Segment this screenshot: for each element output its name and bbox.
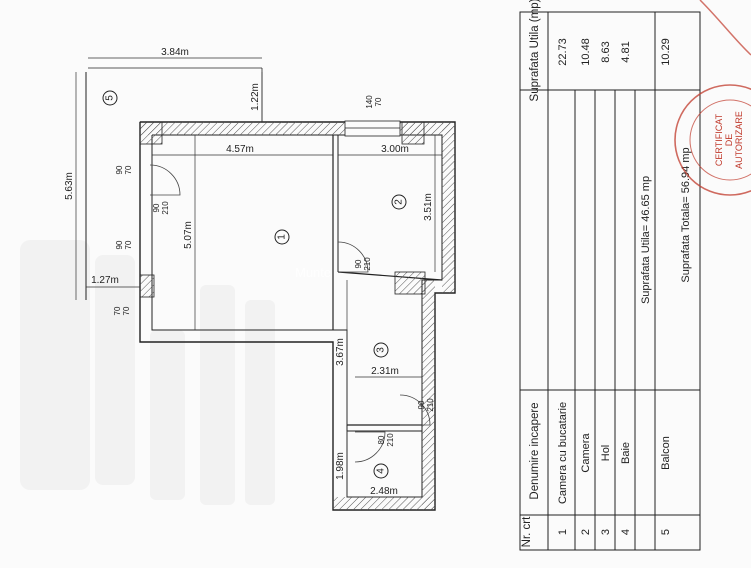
table-row-5: 5 Balcon 10.29 <box>660 38 672 535</box>
row-3-name: Hol <box>600 445 612 462</box>
row-4-name: Baie <box>620 442 632 464</box>
stamp-line-2: DE <box>724 134 734 147</box>
opening-4-height: 70 <box>122 306 131 315</box>
header-room-name: Denumire incapere <box>529 402 541 499</box>
opening-5-width: 140 <box>365 95 374 109</box>
door-swings <box>149 164 431 463</box>
row-5-name: Balcon <box>660 436 672 470</box>
total-overall-area: Suprafata Totala= 56.94 mp <box>680 147 692 282</box>
dimension-lines <box>75 57 442 498</box>
room-number-5: 5 <box>105 95 116 101</box>
header-useful-area: Suprafata Utila (mp) <box>529 0 541 101</box>
opening-7-width: 90 <box>417 400 426 409</box>
dim-bath-width: 2.48m <box>370 486 398 497</box>
background-watermark <box>20 240 275 505</box>
room-number-3: 3 <box>376 347 387 353</box>
opening-1-height: 70 <box>124 165 133 174</box>
room-markers <box>102 90 407 479</box>
stamp-line-1: CERTIFICAT <box>714 113 724 166</box>
table-row-3: 3 Hol 8.63 <box>600 41 612 535</box>
table-row-2: 2 Camera 10.48 <box>580 38 592 535</box>
dim-room1-width: 4.57m <box>226 144 254 155</box>
header-nr: Nr. crt <box>521 516 533 547</box>
room-number-1: 1 <box>277 234 288 240</box>
stamp-line-3: AUTORIZARE <box>734 111 744 169</box>
opening-4-width: 70 <box>113 306 122 315</box>
certificate-stamp: CERTIFICAT DE AUTORIZARE <box>674 0 751 196</box>
table-total-useful: Suprafata Utila= 46.65 mp <box>640 176 652 304</box>
watermark-text: Munte <box>295 265 331 280</box>
dim-bath-length: 1.98m <box>335 452 346 480</box>
opening-6-width: 90 <box>354 259 363 268</box>
row-3-area: 8.63 <box>600 41 612 62</box>
row-5-area: 10.29 <box>660 38 672 66</box>
opening-3-width: 90 <box>152 203 161 212</box>
row-3-nr: 3 <box>600 529 612 535</box>
dim-hall-width: 2.31m <box>371 366 399 377</box>
opening-2-height: 70 <box>124 240 133 249</box>
opening-1-width: 90 <box>115 165 124 174</box>
total-useful-area: Suprafata Utila= 46.65 mp <box>640 176 652 304</box>
opening-5-height: 70 <box>374 97 383 106</box>
opening-3-height: 210 <box>161 201 170 215</box>
row-5-nr: 5 <box>660 529 672 535</box>
floor-plan-walls <box>85 67 456 511</box>
dim-balcony-side: 1.22m <box>250 83 261 111</box>
area-table <box>519 11 701 551</box>
row-2-area: 10.48 <box>580 38 592 66</box>
dim-room2-width: 3.00m <box>381 144 409 155</box>
dim-balcony-length: 5.63m <box>64 172 75 200</box>
room-number-2: 2 <box>394 199 405 205</box>
dim-balcony-width: 3.84m <box>161 47 189 58</box>
row-2-name: Camera <box>580 433 592 473</box>
dim-hall-length: 3.67m <box>335 338 346 366</box>
row-1-area: 22.73 <box>557 38 569 66</box>
opening-2-width: 90 <box>115 240 124 249</box>
opening-6-height: 210 <box>363 257 372 271</box>
table-row-4: 4 Baie 4.81 <box>620 41 632 535</box>
row-4-area: 4.81 <box>620 41 632 62</box>
row-1-nr: 1 <box>557 529 569 535</box>
row-1-name: Camera cu bucatarie <box>557 402 569 504</box>
room-number-4: 4 <box>376 468 387 474</box>
table-total-overall: Suprafata Totala= 56.94 mp <box>680 147 692 282</box>
opening-8-width: 80 <box>377 435 386 444</box>
row-4-nr: 4 <box>620 529 632 535</box>
dim-wall-offset: 1.27m <box>91 275 119 286</box>
row-2-nr: 2 <box>580 529 592 535</box>
dim-room2-length: 3.51m <box>423 193 434 221</box>
table-row-1: 1 Camera cu bucatarie 22.73 <box>557 38 569 535</box>
dim-room1-length: 5.07m <box>183 221 194 249</box>
table-header: Nr. crt Denumire incapere Suprafata Util… <box>521 0 541 547</box>
opening-8-height: 210 <box>386 433 395 447</box>
opening-7-height: 210 <box>426 398 435 412</box>
